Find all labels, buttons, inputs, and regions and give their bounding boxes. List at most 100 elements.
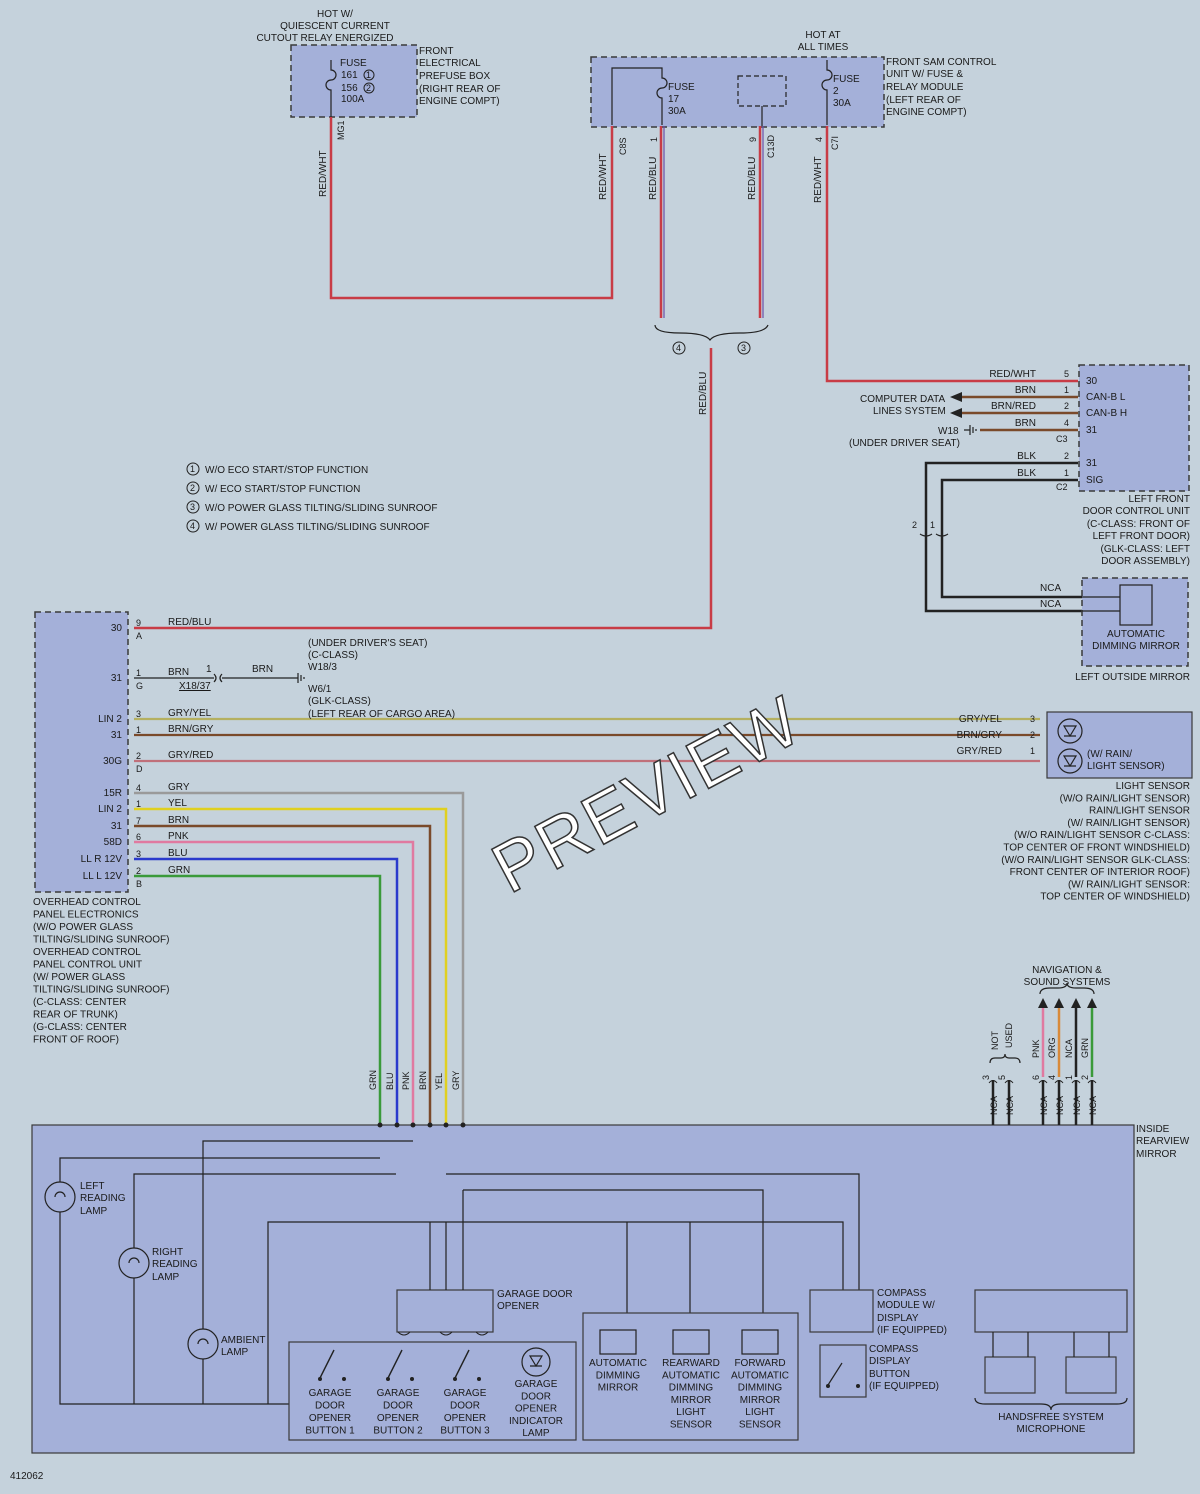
indicator-led-icon: [521, 1347, 551, 1377]
light-sensor-pin: 3: [1030, 714, 1035, 724]
svg-text:X18/37: X18/37: [179, 681, 211, 692]
splice-option-3: [737, 341, 751, 355]
svg-text:CUTOUT RELAY ENERGIZED: CUTOUT RELAY ENERGIZED: [256, 33, 393, 44]
svg-text:HOT AT: HOT AT: [805, 30, 840, 41]
svg-text:(UNDER DRIVER SEAT): (UNDER DRIVER SEAT): [849, 438, 960, 449]
door-wire-color: BLK: [1017, 451, 1036, 462]
overhead-terminal: 31: [111, 730, 123, 741]
button-label: DOOR: [521, 1391, 551, 1402]
svg-text:LAMP: LAMP: [221, 1347, 249, 1358]
overhead-wire-color: GRY: [168, 782, 190, 793]
svg-text:LEFT FRONT DOOR): LEFT FRONT DOOR): [1093, 531, 1190, 542]
nav-pin: 5: [997, 1075, 1007, 1080]
compass-button-label: COMPASS DISPLAY BUTTON (IF EQUIPPED): [869, 1344, 939, 1392]
inline-connector: [919, 533, 949, 537]
overhead-pin: 6: [136, 832, 141, 842]
nav-pin: 1: [1064, 1075, 1074, 1080]
button-label: BUTTON 1: [305, 1426, 355, 1437]
legend-number: 4: [190, 521, 195, 531]
door-wire-pin: 5: [1064, 369, 1069, 379]
svg-text:ALL TIMES: ALL TIMES: [798, 42, 849, 53]
dimming-label: DIMMING: [669, 1383, 714, 1394]
splice-option-4: [672, 341, 686, 355]
overhead-connector: D: [136, 764, 143, 774]
button-label: LAMP: [522, 1428, 550, 1439]
legend-circle: [186, 481, 200, 495]
overhead-wire-color: BLU: [168, 848, 187, 859]
nav-color: ORG: [1047, 1037, 1057, 1058]
light-sensor-wire-color: GRY/RED: [957, 746, 1002, 757]
dimming-label: LIGHT: [676, 1407, 705, 1418]
svg-text:FUSE: FUSE: [340, 58, 367, 69]
handsfree-module: [974, 1289, 1128, 1333]
dimming-element: [599, 1329, 637, 1355]
legend-circle: [186, 500, 200, 514]
connector-mg1: MG1: [336, 120, 346, 140]
nav-color: GRN: [1080, 1038, 1090, 1058]
svg-text:LEFT: LEFT: [80, 1181, 104, 1192]
svg-text:2: 2: [833, 86, 839, 97]
svg-text:SOUND SYSTEMS: SOUND SYSTEMS: [1024, 977, 1111, 988]
svg-text:MIRROR: MIRROR: [1136, 1149, 1177, 1160]
door-terminal: 30: [1086, 376, 1098, 387]
svg-text:LEFT FRONT: LEFT FRONT: [1129, 494, 1190, 505]
wire-blk-sig: [940, 478, 1082, 599]
computer-data-lines-label: COMPUTER DATA LINES SYSTEM: [860, 394, 946, 417]
door-wire-pin: 4: [1064, 418, 1069, 428]
mirror-wire-label: YEL: [434, 1073, 444, 1090]
overhead-label-line: PANEL CONTROL UNIT: [33, 960, 142, 971]
svg-text:REARVIEW: REARVIEW: [1136, 1136, 1190, 1147]
connector-c13d: C13D: [766, 134, 776, 158]
wire-to-mirror: [134, 824, 432, 1125]
overhead-connector: G: [136, 681, 143, 691]
button-label: BUTTON 2: [373, 1426, 423, 1437]
hot-all-times-label: HOT AT ALL TIMES: [798, 30, 849, 53]
overhead-terminal: 31: [111, 821, 123, 832]
connector-c2: C2: [1056, 482, 1068, 492]
overhead-control-panel: [34, 611, 129, 893]
button-label: DOOR: [383, 1401, 413, 1412]
svg-text:INSIDE: INSIDE: [1136, 1124, 1170, 1135]
arrow-up-icon: [1087, 998, 1097, 1008]
nav-connector: [1087, 1080, 1097, 1084]
pin-9: 9: [748, 137, 758, 142]
svg-text:17: 17: [668, 94, 680, 105]
overhead-terminal: LL L 12V: [83, 871, 123, 882]
switch-icon: [387, 1349, 403, 1379]
splice-label-4: 4: [676, 343, 681, 353]
light-sensor-pin: 2: [1030, 730, 1035, 740]
svg-text:2: 2: [366, 83, 371, 93]
light-sensor: [1046, 711, 1193, 779]
svg-text:(LEFT REAR OF CARGO AREA): (LEFT REAR OF CARGO AREA): [308, 709, 455, 720]
label-redwht-1: RED/WHT: [318, 150, 329, 197]
nav-pin: 2: [1080, 1075, 1090, 1080]
mirror-wire-label: BRN: [418, 1071, 428, 1090]
not-used-label-1: NOT: [990, 1031, 1000, 1051]
svg-text:ELECTRICAL: ELECTRICAL: [419, 58, 481, 69]
sam-fuse-17: FUSE 17 30A: [611, 67, 695, 125]
pin-4: 4: [814, 137, 824, 142]
overhead-terminal: LL R 12V: [81, 854, 123, 865]
door-wire-color: BRN: [1015, 385, 1036, 396]
svg-text:30A: 30A: [668, 106, 686, 117]
switch-icon: [319, 1349, 335, 1379]
overhead-label-line: PANEL ELECTRONICS: [33, 910, 139, 921]
overhead-terminal: LIN 2: [98, 714, 122, 725]
light-sensor-label-line: (W/ RAIN/LIGHT SENSOR): [1067, 818, 1190, 829]
nav-wire-label: NCA: [1039, 1096, 1049, 1115]
inline-pin-2: 2: [912, 520, 917, 530]
overhead-label-line: TILTING/SLIDING SUNROOF): [33, 935, 170, 946]
wire-redwht-prefuse: [329, 117, 614, 300]
svg-text:UNIT W/ FUSE &: UNIT W/ FUSE &: [886, 69, 963, 80]
svg-text:RELAY MODULE: RELAY MODULE: [886, 82, 964, 93]
splice-dot: [377, 1122, 383, 1128]
left-reading-lamp: LEFT READING LAMP: [44, 1157, 430, 1405]
light-sensor-label-line: RAIN/LIGHT SENSOR: [1089, 806, 1190, 817]
overhead-connector: B: [136, 879, 142, 889]
overhead-terminal: 30G: [103, 756, 122, 767]
dimming-element: [672, 1329, 710, 1355]
